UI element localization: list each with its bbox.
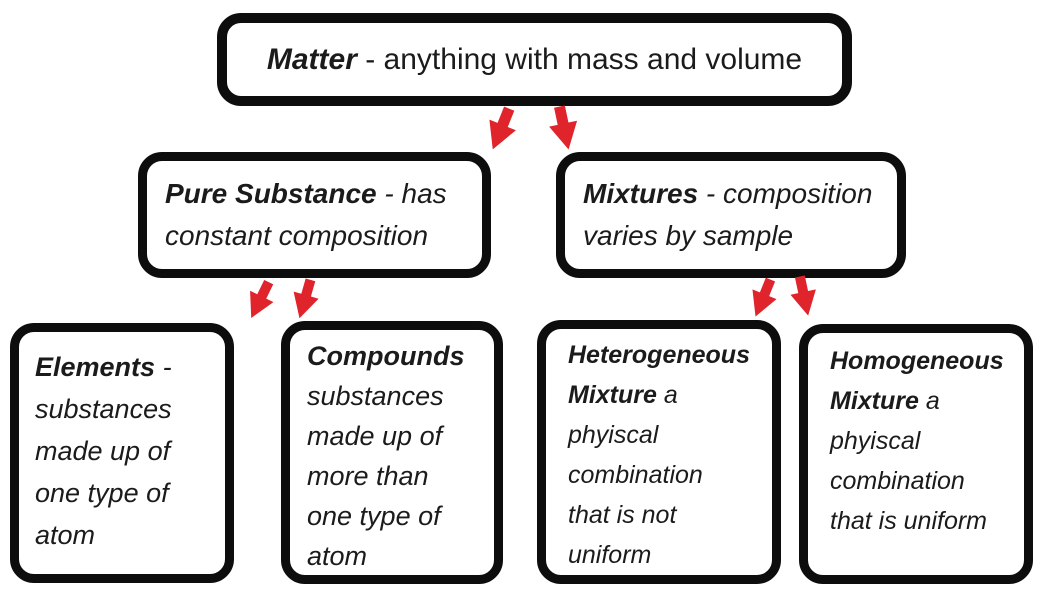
node-heterogeneous-mixture-term: Heterogeneous Mixture [568, 341, 750, 409]
node-homogeneous-mixture-term: Homogeneous Mixture [830, 347, 1004, 415]
node-pure-substance-definition: - has constant composition [165, 178, 447, 251]
node-elements-definition: - substances made up of one type of atom [35, 352, 172, 550]
down-arrow-icon [549, 105, 578, 150]
down-arrow-icon [293, 278, 319, 319]
node-mixtures-term: Mixtures [583, 178, 699, 209]
node-pure-substance-term: Pure Substance [165, 178, 377, 209]
node-matter: Matter - anything with mass and volume [217, 13, 852, 106]
down-arrow-icon [250, 279, 274, 318]
node-matter-term: Matter [266, 42, 357, 76]
down-arrow-icon [752, 277, 777, 317]
node-matter-text: Matter - anything with mass and volume [267, 43, 802, 77]
node-elements-term: Elements [35, 352, 156, 382]
node-heterogeneous-mixture-definition: a phyiscal combination that is not unifo… [568, 381, 703, 569]
down-arrow-icon [790, 275, 816, 316]
node-compounds-definition: substances made up of more than one type… [307, 381, 444, 571]
node-matter-definition: - anything with mass and volume [356, 42, 803, 76]
node-homogeneous-mixture-definition: a phyiscal combination that is uniform [830, 387, 988, 535]
node-heterogeneous-mixture: Heterogeneous Mixture a phyiscal combina… [537, 320, 781, 584]
node-pure-substance: Pure Substance - has constant compositio… [138, 152, 491, 278]
node-homogeneous-mixture: Homogeneous Mixture a phyiscal combinati… [799, 324, 1033, 584]
node-mixtures-definition: - composition varies by sample [583, 178, 873, 251]
node-compounds: Compounds substances made up of more tha… [281, 321, 503, 584]
node-mixtures: Mixtures - composition varies by sample [556, 152, 906, 278]
down-arrow-icon [489, 106, 516, 150]
node-compounds-term: Compounds [307, 341, 465, 371]
node-elements: Elements - substances made up of one typ… [10, 323, 234, 583]
